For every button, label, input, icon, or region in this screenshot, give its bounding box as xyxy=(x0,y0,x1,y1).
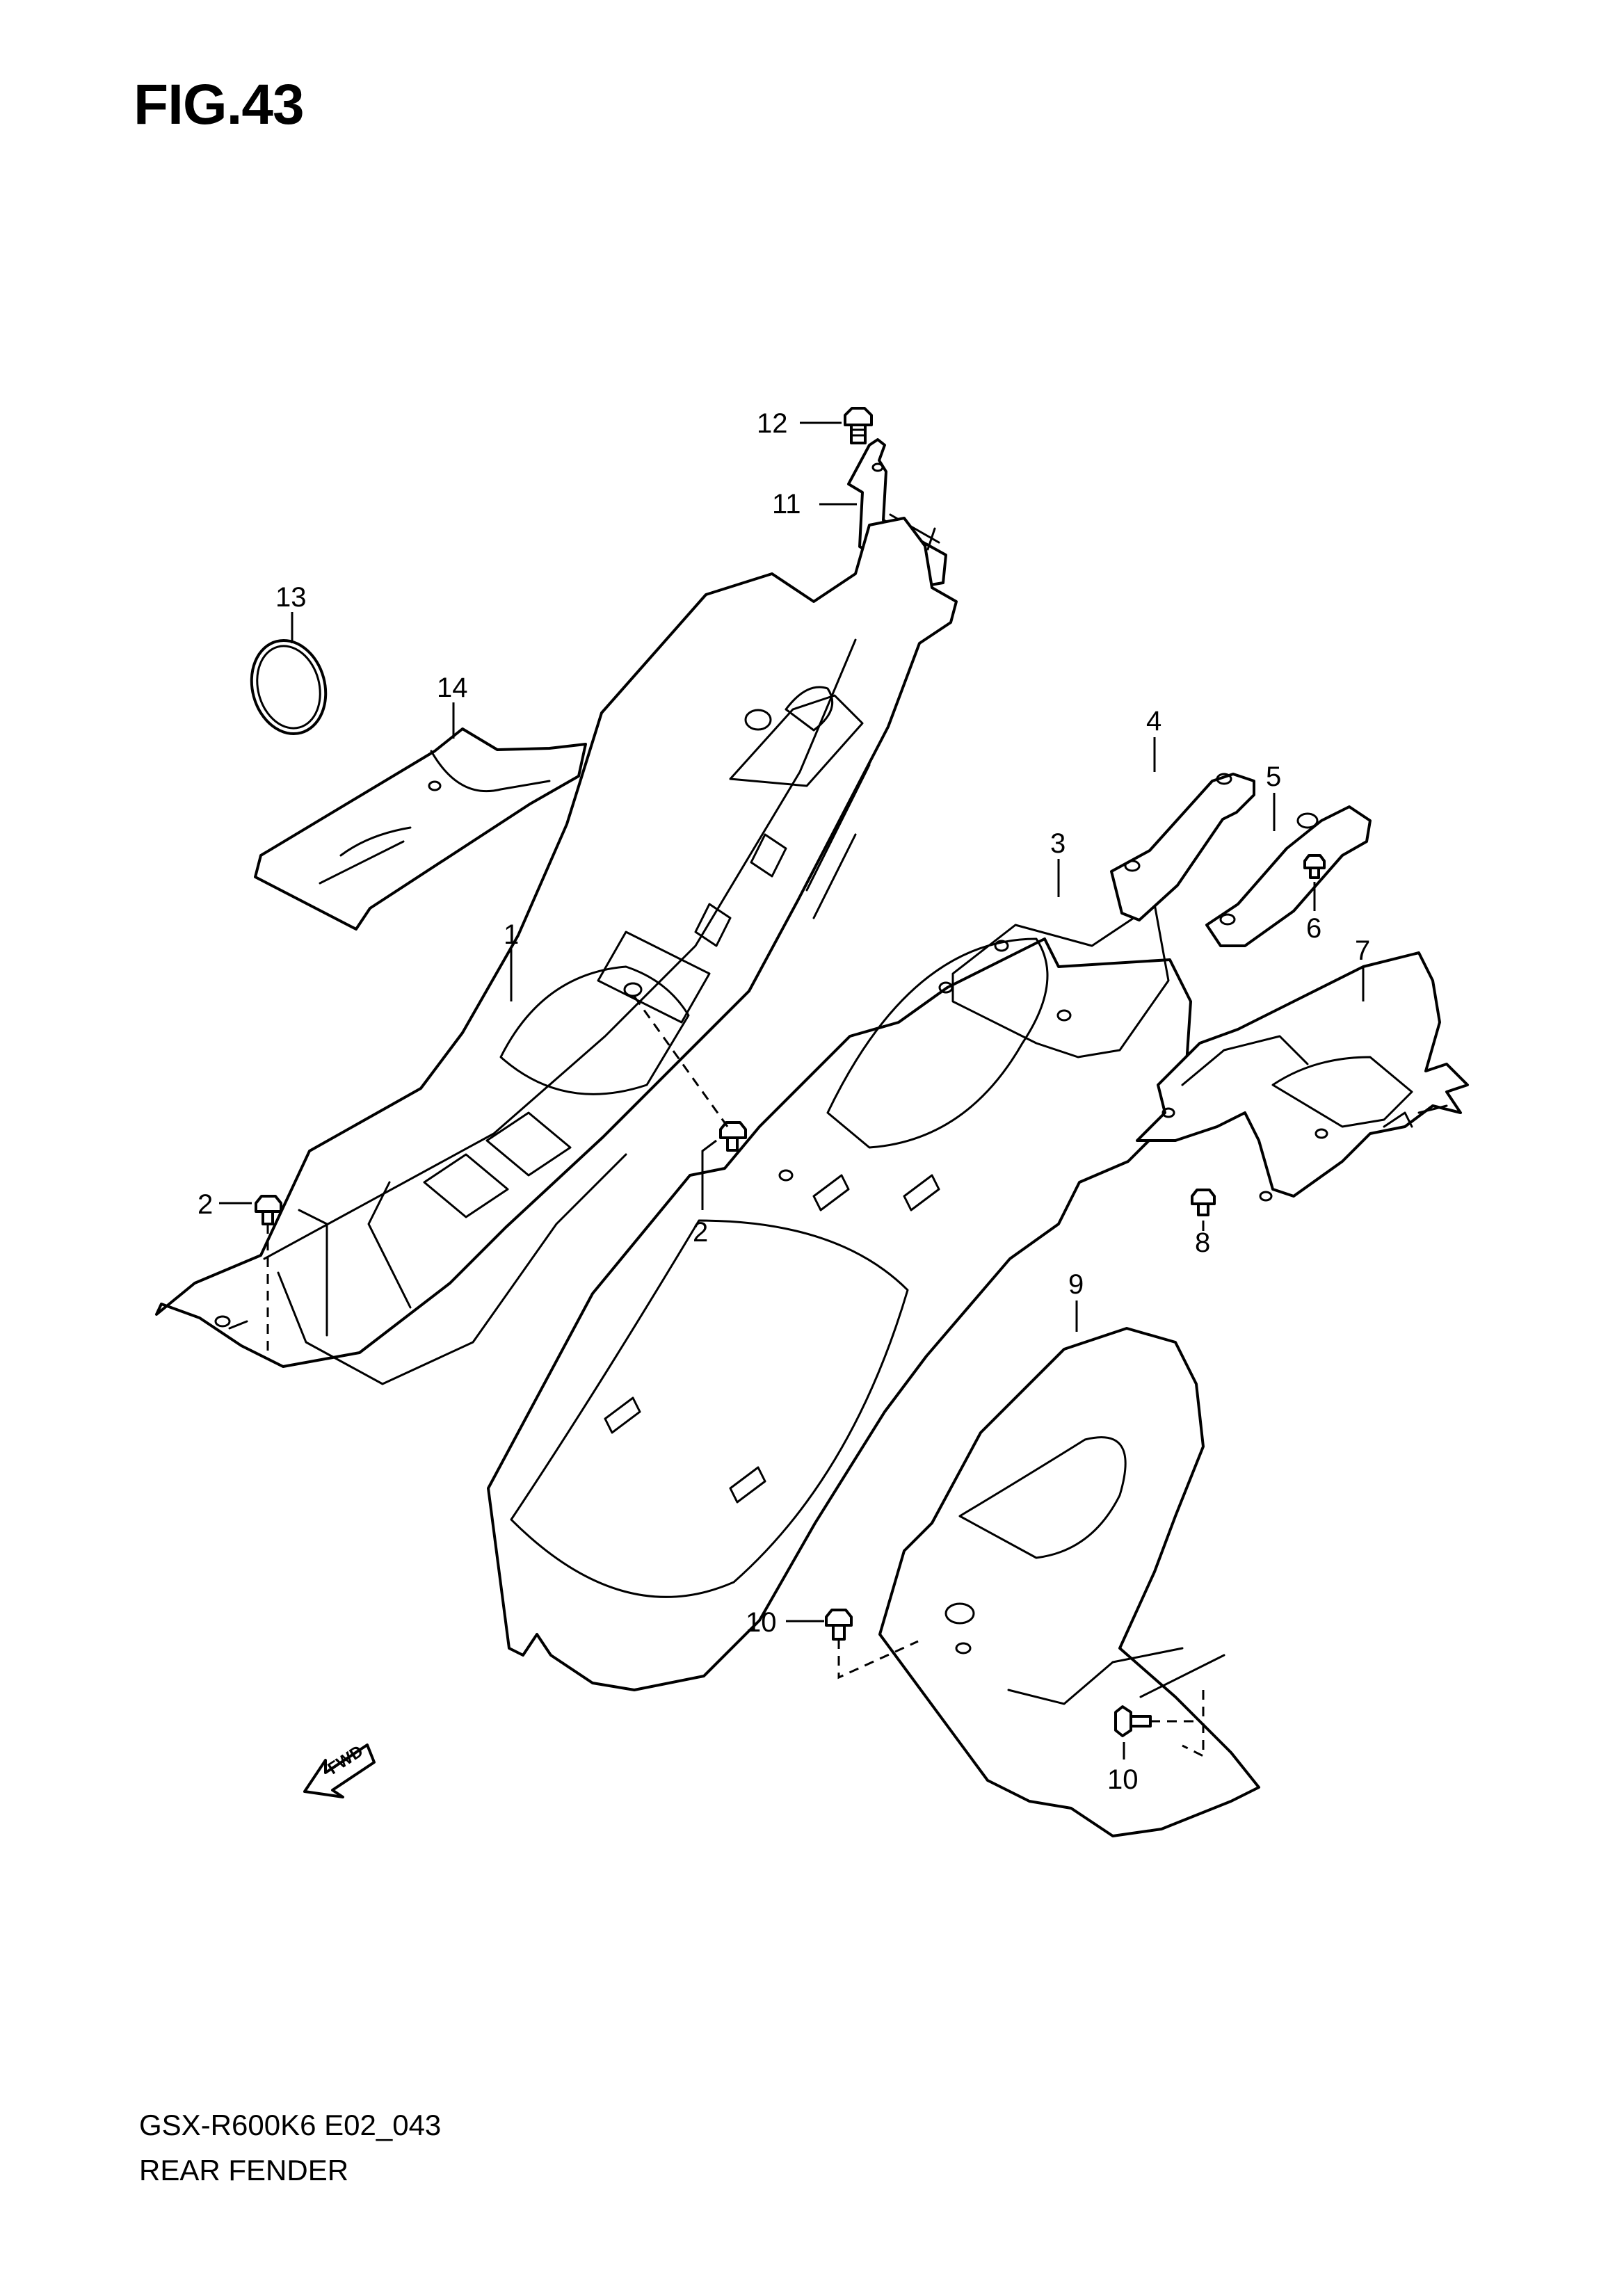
part-12-bolt xyxy=(844,407,873,444)
callout-10-lower: 10 xyxy=(1107,1764,1139,1795)
callout-13: 13 xyxy=(275,582,307,613)
callout-3: 3 xyxy=(1050,828,1066,859)
callout-1: 1 xyxy=(504,919,519,950)
figure-title: FIG.43 xyxy=(134,73,305,136)
part-10-screw-upper xyxy=(825,1609,919,1680)
part-13-o-ring xyxy=(250,638,328,736)
callout-labels: 12 11 13 14 1 2 2 3 4 5 6 7 8 9 10 10 xyxy=(198,408,1370,1795)
callout-14: 14 xyxy=(437,673,468,703)
part-4-bracket xyxy=(1110,773,1255,921)
callout-2-right: 2 xyxy=(693,1217,708,1248)
callout-11: 11 xyxy=(772,489,801,520)
part-6-screw xyxy=(1303,854,1326,879)
model-code: GSX-R600K6 E02_043 xyxy=(139,2109,442,2141)
part-9-hugger xyxy=(878,1327,1260,1837)
callout-9: 9 xyxy=(1068,1269,1084,1300)
callout-10-upper: 10 xyxy=(746,1607,777,1638)
part-8-screw xyxy=(1191,1189,1216,1216)
part-7-rear-cover xyxy=(1136,951,1469,1202)
callout-7: 7 xyxy=(1355,935,1370,966)
callout-6: 6 xyxy=(1306,913,1321,944)
callout-2-left: 2 xyxy=(198,1189,213,1220)
part-10-screw-lower xyxy=(1114,1690,1205,1758)
part-14-tool-bag xyxy=(254,727,587,931)
part-3-undertray xyxy=(487,903,1192,1691)
part-2-screw-right xyxy=(632,994,747,1152)
callout-leaders xyxy=(219,421,1365,1760)
part-2-screw-left xyxy=(255,1195,282,1356)
part-1-rear-fender-tray xyxy=(155,517,958,1385)
callout-12: 12 xyxy=(757,408,788,439)
callout-8: 8 xyxy=(1195,1227,1210,1258)
section-name: REAR FENDER xyxy=(139,2154,349,2187)
callout-4: 4 xyxy=(1146,706,1161,736)
fwd-arrow-icon: FWD xyxy=(303,1742,376,1798)
callout-5: 5 xyxy=(1266,762,1281,792)
part-5-bracket xyxy=(1205,805,1372,947)
